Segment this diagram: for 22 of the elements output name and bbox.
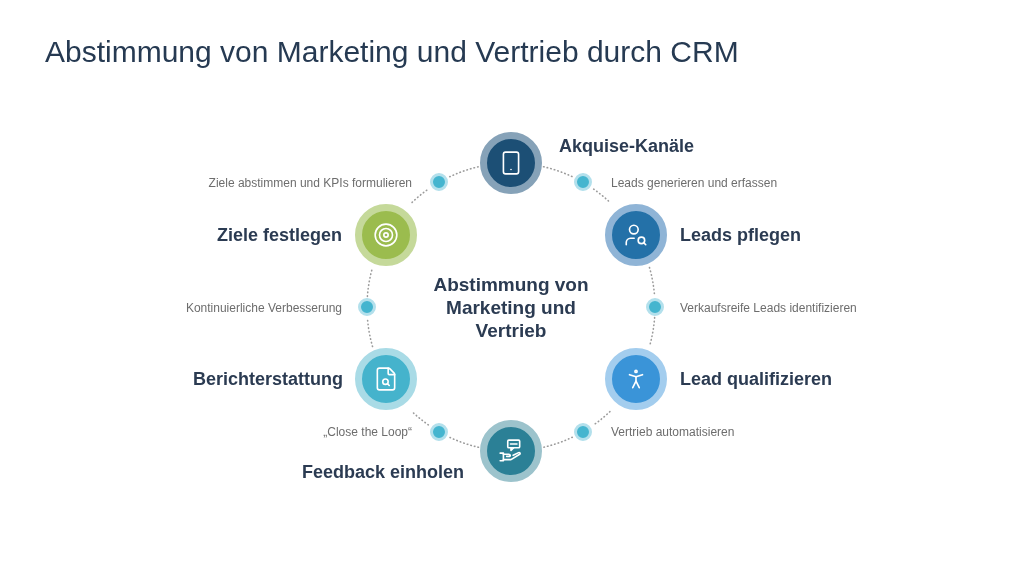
step-description: Verkaufsreife Leads identifizieren <box>680 300 857 316</box>
dotted-connector <box>542 436 574 449</box>
step-title: Leads pflegen <box>680 224 802 247</box>
dotted-connector <box>592 410 611 426</box>
step-title: Feedback einholen <box>301 461 464 484</box>
step-description: „Close the Loop“ <box>323 424 412 440</box>
step-description: Leads generieren und erfassen <box>611 175 778 191</box>
step-title: Ziele festlegen <box>216 224 342 247</box>
dotted-connector <box>448 165 480 178</box>
dotted-connector <box>542 165 574 178</box>
step-description: Kontinuierliche Verbesserung <box>185 300 342 316</box>
dotted-connector <box>411 410 430 426</box>
step-title: Berichterstattung <box>192 368 343 391</box>
step-description: Vertrieb automatisieren <box>611 424 735 440</box>
dotted-connector <box>592 188 611 204</box>
dotted-connector <box>411 188 430 204</box>
dotted-connector <box>448 436 480 449</box>
step-title: Akquise-Kanäle <box>559 135 695 158</box>
center-label: Abstimmung von Marketing und Vertrieb <box>432 272 590 342</box>
step-description: Ziele abstimmen und KPIs formulieren <box>208 175 412 191</box>
slide-title: Abstimmung von Marketing und Vertrieb durch CRM <box>45 34 739 70</box>
step-title: Lead qualifizieren <box>680 368 833 391</box>
